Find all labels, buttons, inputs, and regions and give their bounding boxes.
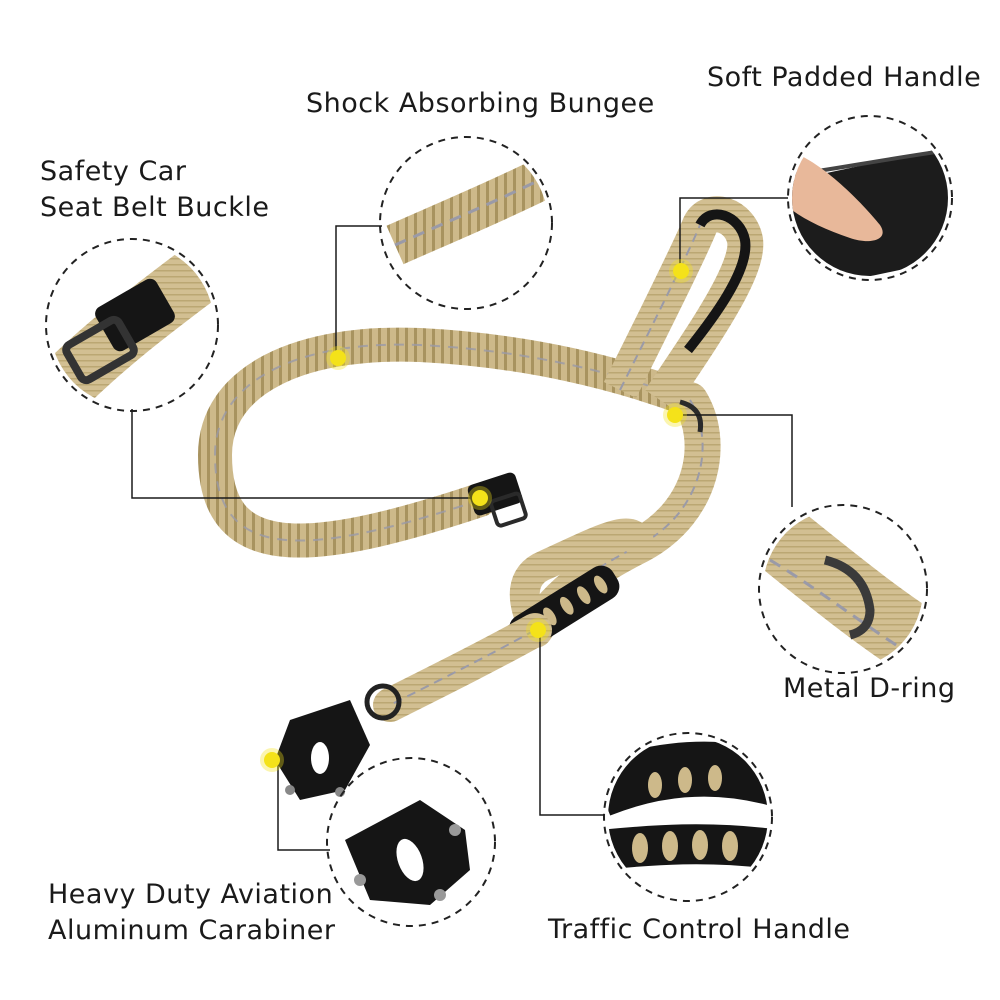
traffic-loop xyxy=(509,518,655,645)
marker-traffic xyxy=(526,618,550,642)
marker-carabiner xyxy=(260,748,284,772)
marker-d-ring xyxy=(663,403,687,427)
label-line: Aluminum Carabiner xyxy=(48,915,336,946)
callout-buckle xyxy=(131,409,478,499)
padded-handle-loop xyxy=(603,196,764,410)
label-safety-buckle: Safety Car Seat Belt Buckle xyxy=(40,154,270,226)
callout-d-ring xyxy=(675,414,793,507)
carabiner xyxy=(275,700,370,800)
label-line: Safety Car xyxy=(40,156,187,187)
marker-bungee xyxy=(326,346,350,370)
markers xyxy=(260,259,693,772)
callout-bungee xyxy=(335,225,382,356)
marker-buckle xyxy=(468,486,492,510)
zoom-circle xyxy=(787,115,953,281)
zoom-carabiner xyxy=(326,757,496,927)
callout-traffic xyxy=(539,630,604,816)
label-line: Heavy Duty Aviation xyxy=(48,879,334,910)
zoom-circle xyxy=(326,757,496,927)
swivel-ring xyxy=(364,683,402,721)
callout-padded-handle xyxy=(679,197,788,270)
zoom-circle xyxy=(379,136,553,310)
zoom-d-ring xyxy=(758,504,928,674)
zoom-traffic-handle xyxy=(603,732,773,902)
zoom-bungee xyxy=(379,136,553,310)
label-soft-padded-handle: Soft Padded Handle xyxy=(707,62,982,93)
label-shock-absorbing-bungee: Shock Absorbing Bungee xyxy=(306,88,655,119)
label-carabiner: Heavy Duty Aviation Aluminum Carabiner xyxy=(48,877,336,949)
label-line: Seat Belt Buckle xyxy=(40,192,270,223)
finger xyxy=(792,150,883,242)
bungee-section xyxy=(197,327,707,558)
zoom-circle xyxy=(758,504,928,674)
label-metal-d-ring: Metal D-ring xyxy=(783,673,956,704)
d-ring xyxy=(679,399,704,433)
marker-padded-handle xyxy=(669,259,693,283)
label-traffic-control-handle: Traffic Control Handle xyxy=(548,914,851,945)
zoom-padded-handle xyxy=(787,115,953,281)
zoom-buckle xyxy=(45,238,219,412)
zoom-circle xyxy=(603,732,773,902)
